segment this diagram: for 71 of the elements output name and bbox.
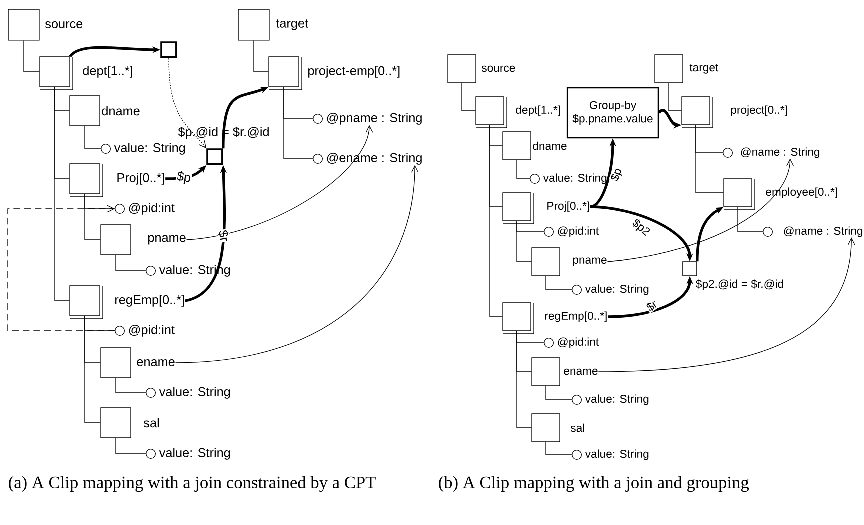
- attribute-label: value: String: [159, 387, 230, 399]
- attribute-label: @pid:int: [558, 226, 599, 238]
- constraint-label: $p2.@id = $r.@id: [694, 278, 786, 292]
- element-label: pname: [148, 235, 186, 245]
- tree-line: [516, 331, 532, 428]
- attribute-label: value: String: [585, 450, 649, 460]
- tree-line: [668, 83, 682, 112]
- mapping-arrow: [8, 205, 116, 332]
- tree-line: [516, 221, 532, 262]
- element-label: dept[1..*]: [516, 106, 560, 116]
- attribute-label: @pname : String: [327, 113, 422, 125]
- attribute-label: value: String: [543, 174, 607, 184]
- tree-line: [696, 125, 724, 194]
- mapping-arrow: [175, 165, 419, 364]
- element-label: dname: [102, 106, 140, 116]
- tree-line: [254, 40, 269, 72]
- tree-line: [24, 40, 40, 72]
- tree-line: [546, 276, 572, 290]
- edge-label: $p: [608, 166, 626, 184]
- mapping-arrow: [598, 238, 856, 372]
- tree-line: [84, 126, 102, 150]
- edge-label: $r: [217, 228, 231, 244]
- tree-line: [738, 207, 764, 232]
- attribute-label: value: String: [585, 284, 649, 296]
- attribute-label: value: String: [585, 394, 649, 406]
- element-label: source: [46, 22, 83, 28]
- edge-label: $p2: [629, 216, 653, 240]
- tree-line: [462, 83, 476, 112]
- element-label: Proj[0..*]: [548, 202, 590, 212]
- tree-line: [84, 316, 101, 424]
- figure-caption: (a) A Clip mapping with a join constrained by a CPT: [9, 476, 376, 492]
- element-label: target: [690, 64, 719, 74]
- element-label: project[0..*]: [731, 106, 788, 116]
- group-by-box: Group-by $p.pname.value: [566, 87, 660, 139]
- tree-line: [54, 87, 70, 302]
- element-label: regEmp[0..*]: [116, 295, 184, 307]
- tree-line: [490, 125, 503, 318]
- edge-label: $p: [175, 170, 193, 186]
- element-label: ename: [137, 360, 175, 366]
- attribute-label: value: String: [159, 448, 230, 460]
- element-label: project-emp[0..*]: [308, 66, 400, 78]
- attribute-label: @pid:int: [129, 203, 175, 215]
- element-label: dname: [533, 142, 567, 150]
- tree-line: [284, 87, 314, 160]
- tree-line: [546, 442, 572, 456]
- mapping-arrow: [168, 58, 207, 149]
- element-label: source: [482, 66, 516, 72]
- tree-line: [116, 378, 146, 394]
- tree-line: [116, 255, 146, 272]
- element-label: pname: [573, 258, 607, 266]
- tree-line: [546, 386, 572, 400]
- element-label: ename: [564, 368, 598, 376]
- element-label: dept[1..*]: [83, 66, 132, 78]
- element-label: target: [276, 20, 308, 30]
- tree-line: [84, 194, 101, 240]
- attribute-label: @name : String: [741, 148, 820, 158]
- attribute-label: @name : String: [784, 226, 863, 238]
- element-label: sal: [144, 418, 159, 428]
- element-label: sal: [570, 424, 584, 432]
- mapping-arrow: [186, 125, 374, 240]
- join-box: [160, 42, 178, 58]
- attribute-label: @pid:int: [129, 325, 175, 337]
- element-label: Proj[0..*]: [118, 173, 164, 185]
- tree-line: [116, 438, 146, 454]
- mapping-arrow: [607, 158, 794, 262]
- figure-caption: (b) A Clip mapping with a join and grouping: [439, 476, 750, 492]
- attribute-label: @pid:int: [558, 338, 599, 348]
- edge-label: $r: [644, 298, 660, 314]
- element-label: regEmp[0..*]: [545, 312, 607, 322]
- attribute-label: value: String: [114, 143, 186, 155]
- tree-line: [516, 160, 530, 180]
